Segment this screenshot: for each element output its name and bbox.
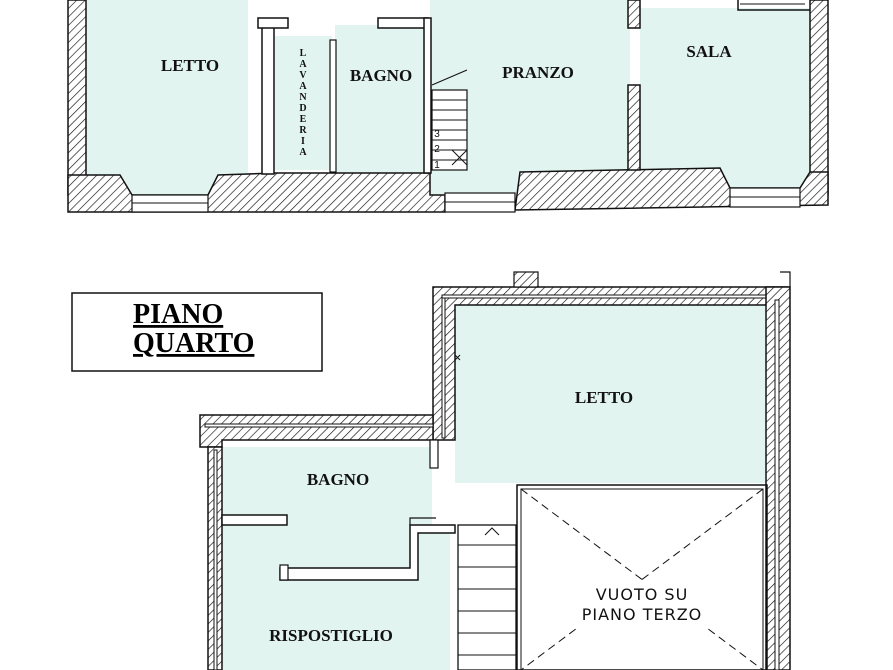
upper-right-wall: [809, 0, 829, 196]
fourth-floor-plan: VUOTO SU PIANO TERZO LETTO BAGNO RISPOST…: [199, 271, 791, 670]
lavanderia-letter: V: [299, 70, 307, 81]
upper-pillar-top: [627, 0, 641, 29]
upper-sala-room: [640, 8, 810, 188]
lavanderia-letter: I: [301, 136, 305, 147]
upper-left-wall: [67, 0, 87, 196]
bagno-label: BAGNO: [307, 470, 369, 489]
upper-partition-lav-bagno: [329, 39, 337, 173]
upper-staircase: 3 2 1: [431, 69, 468, 171]
lavanderia-letter: L: [300, 48, 307, 59]
upper-pillar-mid: [627, 84, 641, 171]
lavanderia-letter: N: [299, 92, 307, 103]
lavanderia-letter: A: [299, 59, 307, 70]
void-over-third-floor: VUOTO SU PIANO TERZO: [516, 484, 768, 670]
lavanderia-letter: D: [299, 103, 306, 114]
lavanderia-letter: A: [299, 81, 307, 92]
floor-title-line2: QUARTO: [133, 328, 254, 359]
ripostiglio-inner-wall: [279, 524, 456, 581]
bagno-ripostiglio-wall: [221, 514, 288, 526]
upper-letto-room: [86, 0, 248, 195]
void-area: [517, 485, 767, 670]
fourth-floor-staircase: [457, 524, 517, 670]
letto-label: LETTO: [575, 388, 633, 407]
upper-lavanderia-label: L A V A N D E R I A: [299, 48, 307, 158]
lavanderia-letter: A: [299, 147, 307, 158]
stair-step-2: 2: [434, 144, 440, 155]
upper-bagno-room: [335, 25, 427, 173]
upper-sala-label: SALA: [686, 42, 732, 61]
upper-bagno-label: BAGNO: [350, 66, 412, 85]
lavanderia-letter: E: [300, 114, 307, 125]
upper-letto-label: LETTO: [161, 56, 219, 75]
void-label-line1: VUOTO SU: [596, 585, 689, 604]
bagno-room: [222, 447, 432, 525]
upper-partition-letto-lav: [261, 21, 275, 175]
bagno-top-wall: [199, 414, 434, 448]
floor-title-line1: PIANO: [133, 299, 223, 330]
lavanderia-letter: R: [299, 125, 307, 136]
upper-pranzo-label: PRANZO: [502, 63, 574, 82]
letto-room: [455, 305, 765, 483]
upper-lavanderia-room: [275, 36, 332, 170]
upper-floor-plan: 3 2 1 LETTO BAGNO PRANZO SALA L A V A N …: [67, 0, 829, 213]
stair-step-1: 1: [434, 160, 440, 171]
floor-title-box: PIANO QUARTO: [71, 292, 323, 372]
upper-partition-bagno-pranzo: [423, 17, 432, 174]
void-label-line2: PIANO TERZO: [582, 605, 703, 624]
stair-step-3: 3: [434, 129, 440, 140]
ripostiglio-label: RISPOSTIGLIO: [269, 626, 393, 645]
